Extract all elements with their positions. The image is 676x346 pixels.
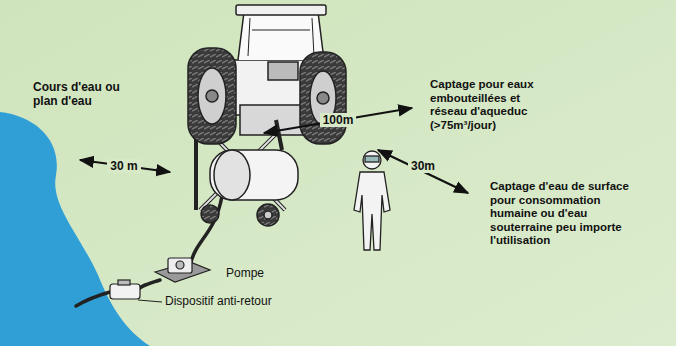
operator-figure-part	[354, 172, 390, 250]
distance-label: 30m	[408, 159, 438, 173]
sprayer-part	[201, 205, 219, 223]
intake-label: Captage pour eaux embouteillées et résea…	[430, 78, 552, 132]
tractor-part	[198, 68, 226, 124]
tractor-part	[268, 62, 298, 80]
sprayer-part	[210, 150, 298, 200]
part-label: Pompe	[226, 266, 264, 280]
leader-line	[138, 300, 162, 302]
dimension-arrow-part	[378, 150, 468, 193]
dimension-arrow-part	[264, 108, 412, 133]
sprayer-part	[214, 150, 250, 200]
tractor-part	[248, 18, 314, 56]
check-valve-part	[110, 284, 140, 299]
hose-part	[76, 292, 110, 306]
tractor	[188, 5, 346, 150]
intake-label: Captage d'eau de surface pour consommati…	[490, 180, 640, 248]
dimension-arrow	[80, 108, 468, 193]
tractor-part	[276, 120, 282, 150]
hose-part	[138, 280, 160, 290]
hose	[76, 196, 222, 306]
water-label: Cours d'eau ou plan d'eau	[33, 80, 133, 108]
tractor-part	[300, 52, 346, 144]
tractor-part	[238, 12, 324, 60]
tractor-part	[206, 90, 218, 102]
distance-label: 100m	[320, 113, 357, 127]
water-body	[0, 112, 150, 346]
part-label: Dispositif anti-retour	[165, 294, 272, 308]
operator-figure-part	[363, 151, 381, 169]
operator-figure	[354, 151, 390, 250]
pump-part	[168, 258, 192, 273]
check-valve	[110, 280, 140, 299]
operator-figure-part	[365, 156, 379, 162]
sprayer-part	[257, 204, 279, 226]
tractor-part	[188, 48, 236, 144]
pump	[155, 258, 210, 282]
check-valve-part	[118, 280, 130, 285]
tractor-part	[236, 5, 326, 15]
distance-label: 30 m	[107, 159, 140, 173]
tractor-part	[317, 92, 329, 104]
sprayer-part	[264, 211, 272, 219]
pump-part	[176, 261, 184, 269]
